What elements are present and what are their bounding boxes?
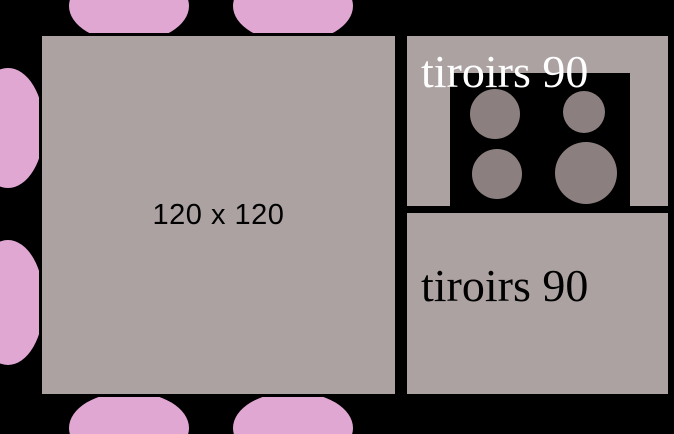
burner-top-right[interactable] — [563, 91, 605, 133]
cooktop[interactable] — [450, 73, 630, 208]
table-dimension-label: 120 x 120 — [152, 198, 285, 231]
burner-top-left[interactable] — [470, 89, 520, 139]
burner-bottom-left[interactable] — [472, 149, 522, 199]
chair-left-upper[interactable] — [0, 68, 44, 188]
cabinet-unit-bottom[interactable]: tiroirs 90 — [404, 210, 671, 397]
chair-bottom-left[interactable] — [69, 392, 189, 434]
cabinet-unit-top-label: tiroirs 90 — [421, 46, 589, 97]
chair-left-lower[interactable] — [0, 240, 44, 365]
cabinet-unit-top[interactable]: tiroirs 90 — [404, 33, 671, 209]
chair-bottom-right[interactable] — [233, 392, 353, 434]
dining-table[interactable]: 120 x 120 — [39, 33, 398, 397]
cabinet-unit-bottom-label: tiroirs 90 — [421, 260, 589, 311]
burner-bottom-right[interactable] — [555, 142, 617, 204]
